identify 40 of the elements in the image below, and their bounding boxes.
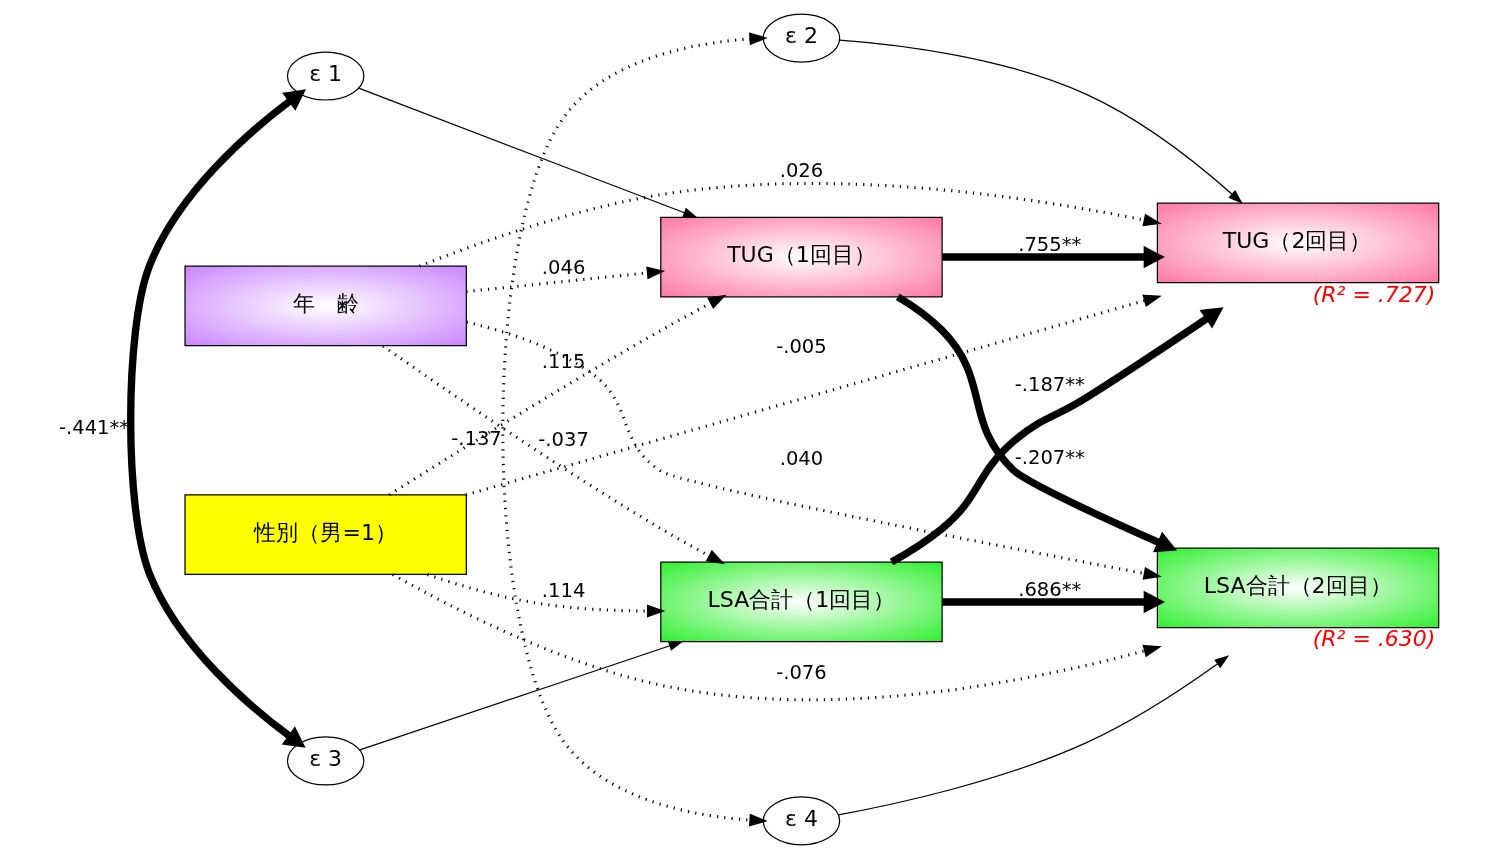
node-box: LSA合計（1回目） — [659, 561, 943, 642]
node-ellipse: ε 4 — [762, 795, 840, 845]
edge-label: -.207** — [1014, 445, 1085, 468]
arrow — [941, 590, 1165, 613]
arrow — [126, 88, 306, 748]
edge-label: .686** — [1017, 577, 1081, 601]
node-ellipse: ε 2 — [762, 13, 840, 63]
arrow — [391, 572, 1162, 701]
edge-label: -.137 — [450, 426, 502, 450]
node-box: 性別（男=1） — [183, 493, 467, 575]
node-ellipse: ε 1 — [286, 50, 364, 101]
edge-label: .755** — [1017, 232, 1081, 256]
arrow — [837, 654, 1229, 815]
arrow — [465, 320, 1162, 580]
edge-label: .114 — [541, 578, 585, 602]
arrow — [357, 87, 698, 218]
arrow — [381, 344, 725, 564]
arrow — [465, 266, 665, 293]
arrow — [426, 572, 665, 617]
arrow — [418, 181, 1162, 268]
node-ellipse: ε 3 — [286, 735, 364, 786]
arrow — [941, 245, 1165, 268]
node-label: (R² = .727) — [1312, 281, 1435, 307]
arrow — [358, 640, 683, 750]
node-label: (R² = .630) — [1312, 625, 1435, 651]
edge-label: .040 — [779, 446, 823, 470]
arrow — [464, 294, 1162, 496]
edge-label: .046 — [541, 255, 585, 279]
node-box: TUG（1回目） — [659, 216, 943, 297]
edge-label: -.037 — [537, 427, 589, 451]
edge-label: .026 — [779, 158, 823, 182]
edge-label: .115 — [541, 349, 585, 373]
arrow — [500, 32, 768, 826]
node-box: 年 齢 — [183, 265, 467, 346]
arrow — [838, 38, 1243, 204]
arrow — [895, 293, 1177, 552]
arrow — [387, 294, 726, 496]
edge-label: -.005 — [775, 334, 827, 358]
edge-label: -.187** — [1014, 372, 1085, 396]
edge-label: -.076 — [775, 660, 827, 684]
